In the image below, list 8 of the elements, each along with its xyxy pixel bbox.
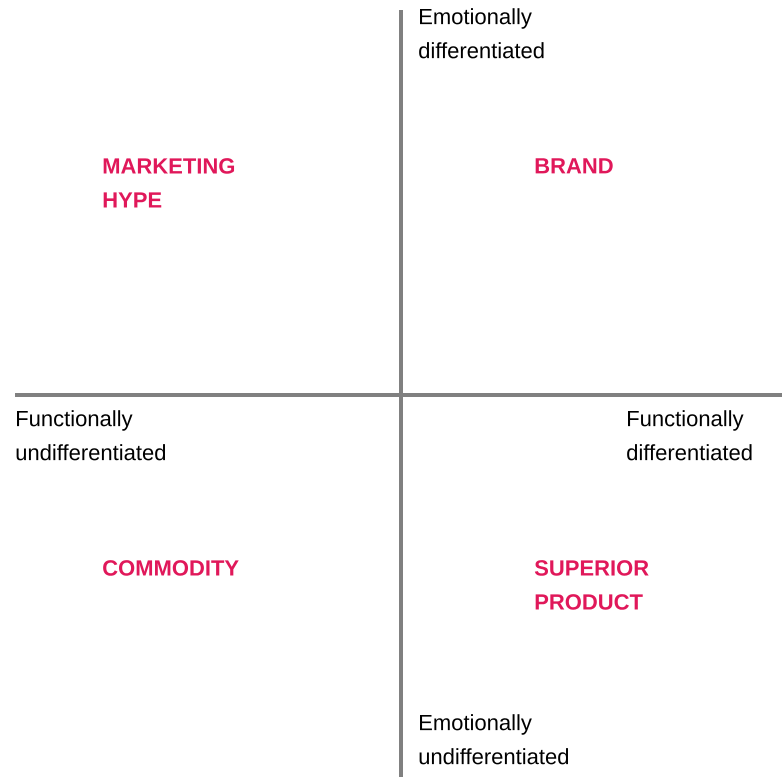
axis-label: Functionally undifferentiated: [16, 410, 166, 460]
quadrant-label: SUPERIOR PRODUCT: [534, 560, 649, 610]
quadrant-label: BRAND: [536, 158, 613, 174]
quadrant-label: COMMODITY: [103, 560, 239, 576]
quadrant-label: MARKETING HYPE: [104, 158, 234, 208]
axis-label: Functionally differentiated: [627, 410, 752, 460]
axis-label: Emotionally undifferentiated: [420, 714, 568, 764]
axis-label: Emotionally differentiated: [419, 8, 544, 58]
